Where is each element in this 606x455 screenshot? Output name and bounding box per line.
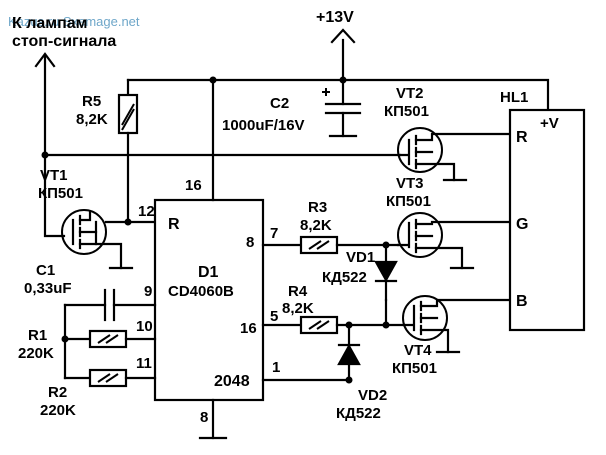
vt3-ref: VT3 xyxy=(396,175,424,192)
r3-ref: R3 xyxy=(308,199,327,216)
d1-pin7: 7 xyxy=(270,225,278,242)
transistor-vt2 xyxy=(397,127,512,182)
hl1-pin-r: R xyxy=(516,129,528,146)
d1-part: CD4060B xyxy=(168,283,234,300)
hl1-pin-g: G xyxy=(516,216,528,233)
transistor-vt3 xyxy=(396,212,512,270)
vt1-ref: VT1 xyxy=(40,167,68,184)
vd2-ref: VD2 xyxy=(358,387,387,404)
c2-value: 1000uF/16V xyxy=(222,117,305,134)
oscillator-network xyxy=(61,288,157,388)
r3-value: 8,2K xyxy=(300,217,332,234)
resistor-r5 xyxy=(117,78,139,226)
supply-rail xyxy=(126,28,550,112)
d1-out16-label: 16 xyxy=(240,320,257,337)
hl1-pin-b: B xyxy=(516,293,528,310)
green-channel xyxy=(261,235,400,302)
brake-lamps-label-line1: К лампам xyxy=(12,15,88,32)
vt1-part: КП501 xyxy=(38,185,83,202)
r1-ref: R1 xyxy=(28,327,47,344)
d1-ref: D1 xyxy=(198,264,219,281)
vd1-part: КД522 xyxy=(322,269,367,286)
d1-pin11: 11 xyxy=(136,355,152,372)
d1-pin8-bottom: 8 xyxy=(200,409,208,426)
vt3-part: КП501 xyxy=(386,193,431,210)
supply-voltage-label: +13V xyxy=(316,9,354,26)
r5-ref: R5 xyxy=(82,93,101,110)
capacitor-c2 xyxy=(322,78,362,138)
vt4-part: КП501 xyxy=(392,360,437,377)
r4-value: 8,2K xyxy=(282,300,314,317)
r5-value: 8,2K xyxy=(76,111,108,128)
d1-pin-2048-label: 2048 xyxy=(214,373,250,390)
c1-ref: C1 xyxy=(36,262,55,279)
d1-pin-r-label: R xyxy=(168,216,180,233)
vt2-part: КП501 xyxy=(384,103,429,120)
d1-out8-label: 8 xyxy=(246,234,254,251)
hl1-pin-power: +V xyxy=(540,115,559,132)
blue-channel xyxy=(261,298,406,384)
brake-lamps-label-line2: стоп-сигнала xyxy=(12,33,116,50)
led-module-hl1 xyxy=(508,108,586,332)
c1-value: 0,33uF xyxy=(24,280,72,297)
c2-ref: C2 xyxy=(270,95,289,112)
r4-ref: R4 xyxy=(288,283,308,300)
transistor-vt4 xyxy=(402,295,512,354)
vd2-part: КД522 xyxy=(336,405,381,422)
d1-pin5: 5 xyxy=(270,308,278,325)
vt2-ref: VT2 xyxy=(396,85,424,102)
vt4-ref: VT4 xyxy=(404,342,432,359)
watermark: Kazus.ru Sxemage.net xyxy=(8,14,140,29)
r1-value: 220K xyxy=(18,345,54,362)
vd1-ref: VD1 xyxy=(346,249,375,266)
d1-pin12: 12 xyxy=(138,203,155,220)
d1-pin9: 9 xyxy=(144,283,152,300)
vt1-circuit xyxy=(34,52,402,270)
r2-ref: R2 xyxy=(48,384,67,401)
ic-d1 xyxy=(153,78,265,440)
hl1-ref: HL1 xyxy=(500,89,528,106)
d1-pin16: 16 xyxy=(185,177,202,194)
d1-pin1: 1 xyxy=(272,359,280,376)
d1-pin10: 10 xyxy=(136,318,153,335)
r2-value: 220K xyxy=(40,402,76,419)
